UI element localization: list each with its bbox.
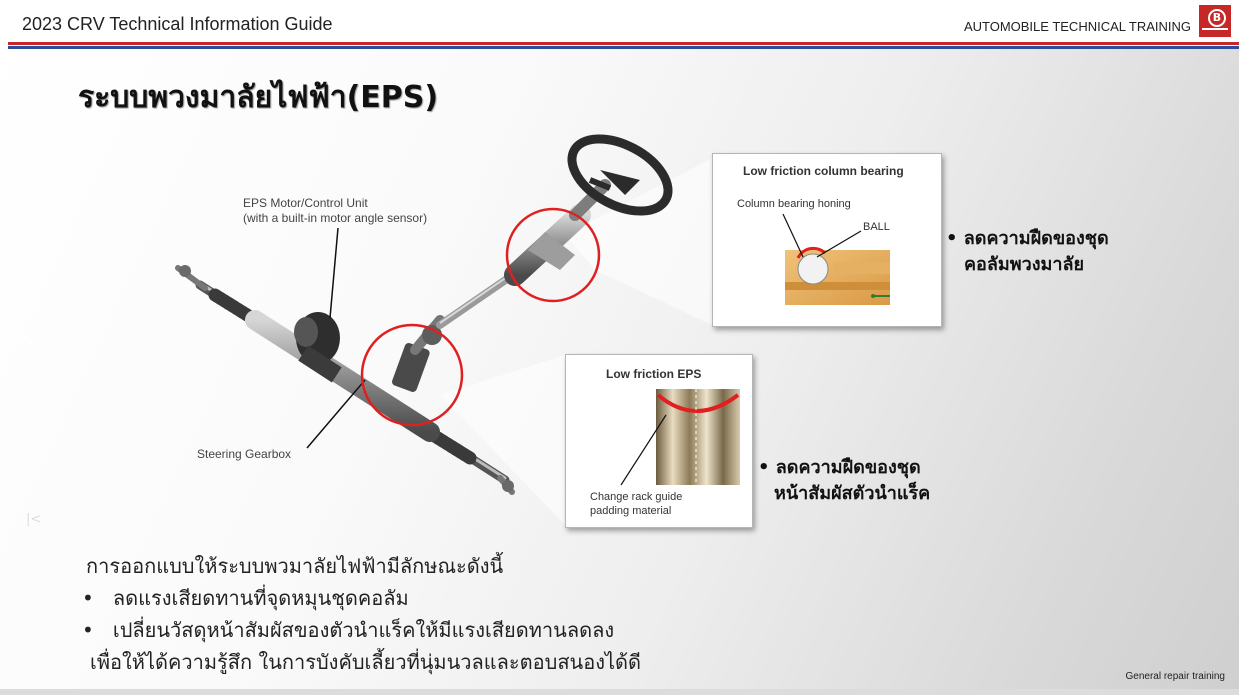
rack-illustration [620, 389, 740, 486]
header-rule-red [8, 42, 1239, 45]
side-note-column: • ลดความฝืดของชุด คอลัมพวงมาลัย [946, 228, 1109, 275]
callout-low-friction-eps: Low friction EPS Change rack guide paddi… [565, 354, 753, 528]
gearbox-label: Steering Gearbox [197, 447, 292, 461]
body-bullet: • ลดแรงเสียดทานที่จุดหมุนชุดคอลัม [82, 586, 409, 610]
rack-label: Change rack guide padding material [590, 491, 683, 517]
motor-label: EPS Motor/Control Unit (with a built-in … [243, 196, 428, 225]
honing-label: Column bearing honing [737, 198, 851, 210]
slide-title: ระบบพวงมาลัยไฟฟ้า(EPS) [78, 80, 439, 115]
body-bullet: • เปลี่ยนวัสดุหน้าสัมผัสของตัวนำแร็คให้ม… [82, 618, 615, 642]
bearing-illustration [782, 213, 890, 305]
callout-eps-title: Low friction EPS [606, 367, 702, 381]
highlight-circle-column [505, 207, 601, 303]
body-conclusion: เพื่อให้ได้ความรู้สึก ในการบังคับเลี้ยวท… [90, 650, 642, 674]
prev-slide-arrow-icon[interactable] [10, 300, 50, 355]
header-rule-blue [8, 46, 1239, 49]
ball-label: BALL [863, 221, 890, 233]
header-title: 2023 CRV Technical Information Guide [22, 14, 333, 34]
motor-leader-line [329, 227, 339, 319]
side-note-rack: • ลดความฝืดของชุด หน้าสัมผัสตัวนำแร็ค [758, 457, 931, 504]
brand-logo: B [1199, 5, 1231, 37]
slide-header: 2023 CRV Technical Information Guide AUT… [0, 0, 1239, 46]
zoom-wedge-rack [440, 355, 565, 525]
first-slide-icon[interactable]: |< [26, 512, 42, 527]
logo-letter: B [1208, 9, 1226, 27]
header-right-label: AUTOMOBILE TECHNICAL TRAINING [963, 19, 1191, 34]
callout-column-bearing: Low friction column bearing Column beari… [712, 153, 942, 327]
body-intro: การออกแบบให้ระบบพวมาลัยไฟฟ้ามีลักษณะดังน… [86, 554, 504, 578]
footer-label: General repair training [1125, 671, 1226, 682]
callout-column-title: Low friction column bearing [743, 164, 904, 178]
gearbox-leader-line [306, 379, 366, 449]
zoom-wedge-column [565, 158, 712, 325]
bottom-edge [0, 689, 1239, 695]
highlight-circle-rack [360, 323, 464, 427]
